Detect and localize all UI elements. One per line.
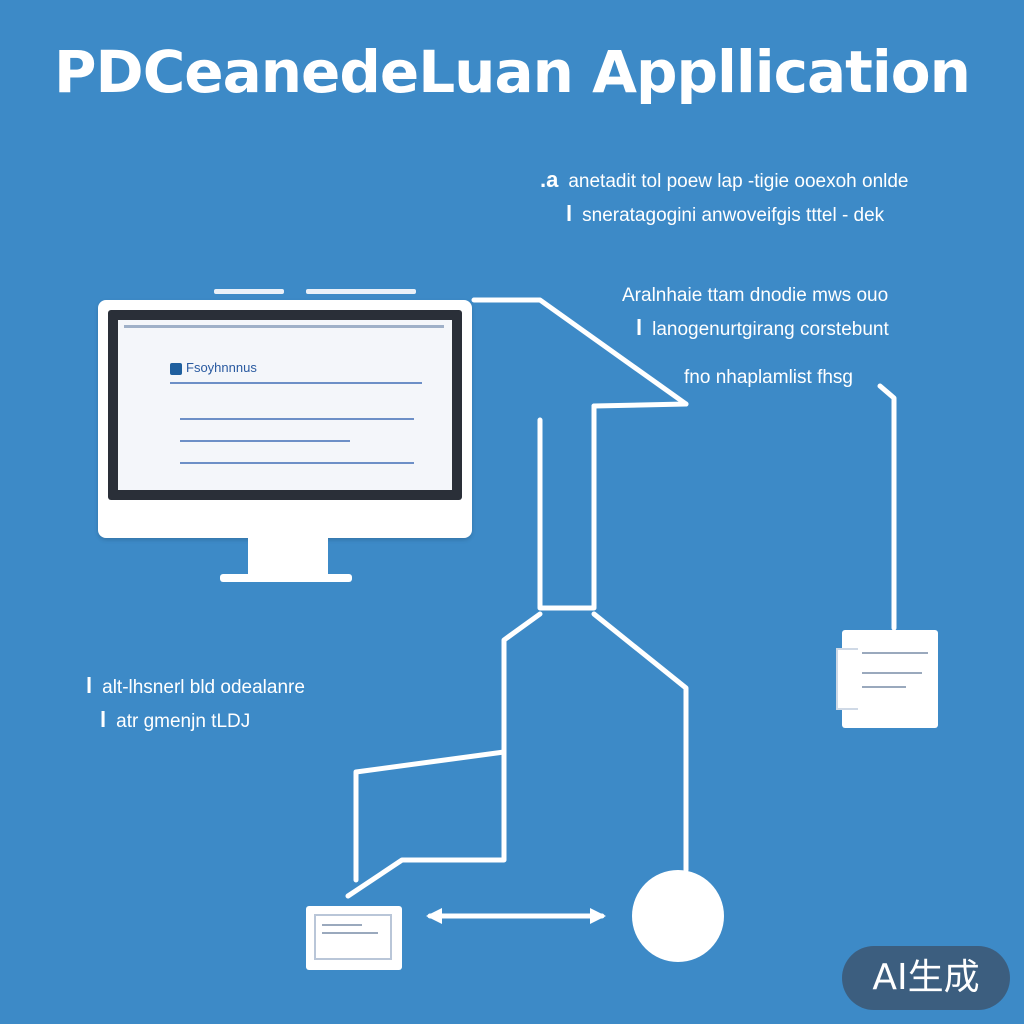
screen-text-line: [170, 382, 422, 384]
arrowhead-right: [590, 908, 606, 924]
note-text: fno nhaplamlist fhsg: [684, 367, 853, 388]
screen-text-line: [180, 440, 350, 442]
screen-content: Fsoyhnnnus: [118, 320, 452, 490]
monitor-topbar-segment: [306, 289, 416, 294]
page-title: PDCeanedeLuan Appllication: [54, 38, 971, 106]
note-text: atr gmenjn tLDJ: [116, 711, 251, 732]
note-text: lanogenurtgirang corstebunt: [652, 319, 889, 340]
note-mid-right-2: l lanogenurtgirang corstebunt: [636, 316, 889, 342]
document-line: [862, 672, 922, 674]
note-left-1: l alt-lhsnerl bld odealanre: [86, 674, 305, 700]
ai-generated-badge: AI生成: [842, 946, 1010, 1010]
note-bullet: l: [100, 707, 107, 732]
connector-to-circle: [591, 611, 689, 873]
monitor-stand: [248, 538, 328, 576]
screen-text-line: [180, 418, 414, 420]
note-left-2: l atr gmenjn tLDJ: [100, 708, 250, 734]
document-tab: [836, 648, 858, 710]
document-card-icon: [836, 630, 938, 728]
connector-to-doc-card: [877, 383, 897, 631]
note-top-right-1: .a anetadit tol poew lap -tigie ooexoh on…: [540, 168, 909, 194]
small-document-icon: [306, 906, 402, 970]
connector-step: [591, 401, 689, 409]
arrowhead-left: [426, 908, 442, 924]
note-bullet: l: [636, 315, 643, 340]
monitor-stand-base: [220, 574, 352, 582]
note-text: sneratagogini anwoveifgis tttel - dek: [582, 205, 885, 226]
document-line: [322, 924, 362, 926]
monitor-illustration: Fsoyhnnnus: [98, 300, 472, 538]
screen-toolbar: [124, 325, 444, 328]
monitor-topbar-segment: [214, 289, 284, 294]
screen-heading: Fsoyhnnnus: [186, 360, 257, 375]
note-text: anetadit tol poew lap -tigie ooexoh onld…: [568, 171, 909, 192]
connector-monitor-to-notes: [471, 297, 689, 407]
note-mid-right-1: Aralnhaie ttam dnodie mws ouo: [622, 284, 888, 308]
note-bullet: .a: [540, 167, 559, 192]
document-frame: [314, 914, 392, 960]
note-bullet: l: [86, 673, 93, 698]
note-text: alt-lhsnerl bld odealanre: [102, 677, 305, 698]
note-text: Aralnhaie ttam dnodie mws ouo: [622, 285, 889, 306]
screen-text-line: [180, 462, 414, 464]
app-logo-icon: [170, 363, 182, 375]
connector-pillar: [537, 403, 597, 611]
circle-node-icon: [632, 870, 724, 962]
document-line: [862, 686, 906, 688]
document-line: [322, 932, 378, 934]
document-line: [862, 652, 928, 654]
note-bullet: l: [566, 201, 573, 226]
connector-to-small-doc: [345, 611, 543, 899]
note-mid-right-3: fno nhaplamlist fhsg: [684, 366, 853, 390]
monitor-screen: Fsoyhnnnus: [108, 310, 462, 500]
connector-left-hook: [353, 749, 507, 883]
note-top-right-2: l sneratagogini anwoveifgis tttel - dek: [566, 202, 884, 228]
